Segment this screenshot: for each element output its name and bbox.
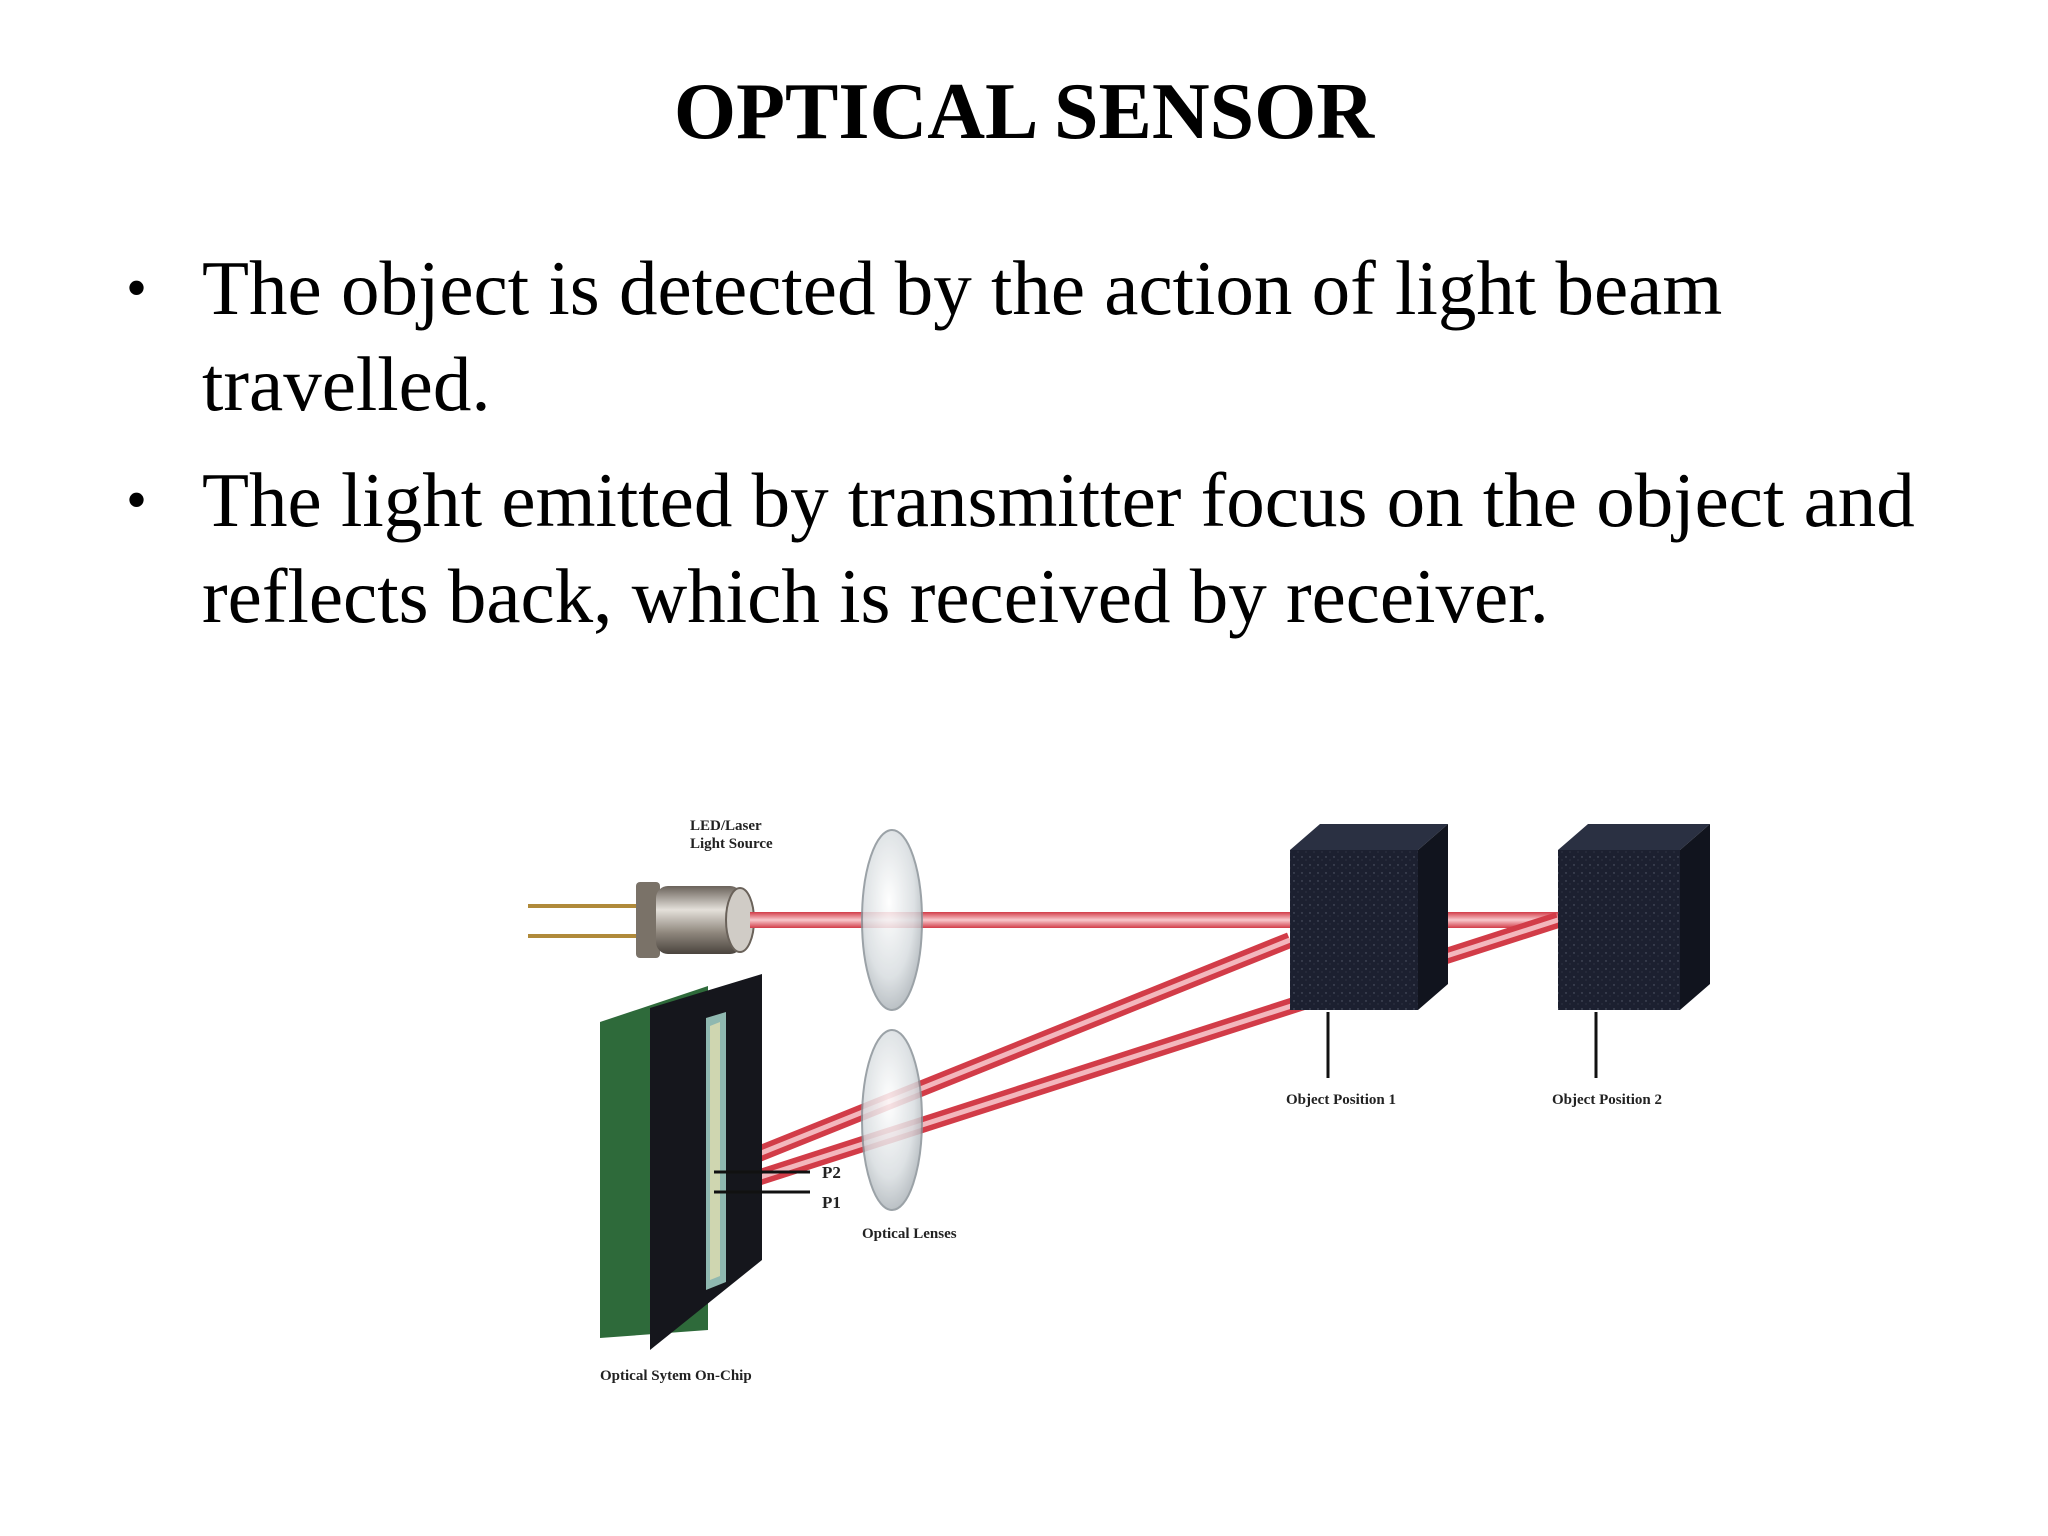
bullet-list: • The object is detected by the action o… (118, 240, 1958, 664)
bullet-dot: • (126, 467, 148, 533)
bullet-text: The object is detected by the action of … (202, 245, 1723, 427)
optical-lenses-label: Optical Lenses (862, 1226, 957, 1242)
optical-sensor-diagram: LED/Laser Light Source Object Position 1… (528, 818, 1710, 1384)
object-block-1 (1290, 824, 1448, 1078)
light-source-label: Light Source (690, 836, 773, 852)
led-pins (528, 904, 640, 938)
slide-title: OPTICAL SENSOR (673, 68, 1375, 156)
p1-label: P1 (822, 1193, 841, 1212)
bullet-dot: • (126, 255, 148, 321)
position-markers (714, 1170, 810, 1194)
light-source-label: LED/Laser (690, 818, 762, 834)
bullet-text: The light emitted by transmitter focus o… (202, 457, 1915, 639)
bullet-item: • The object is detected by the action o… (118, 240, 1958, 432)
object-position-1-label: Object Position 1 (1286, 1092, 1396, 1108)
led-light-source (636, 882, 755, 958)
p2-label: P2 (822, 1163, 841, 1182)
object-position-2-label: Object Position 2 (1552, 1092, 1662, 1108)
object-block-2 (1558, 824, 1710, 1078)
bullet-item: • The light emitted by transmitter focus… (118, 452, 1958, 644)
optical-chip-label: Optical Sytem On-Chip (600, 1368, 752, 1384)
optical-lenses (861, 829, 923, 1211)
optical-chip (600, 974, 762, 1350)
